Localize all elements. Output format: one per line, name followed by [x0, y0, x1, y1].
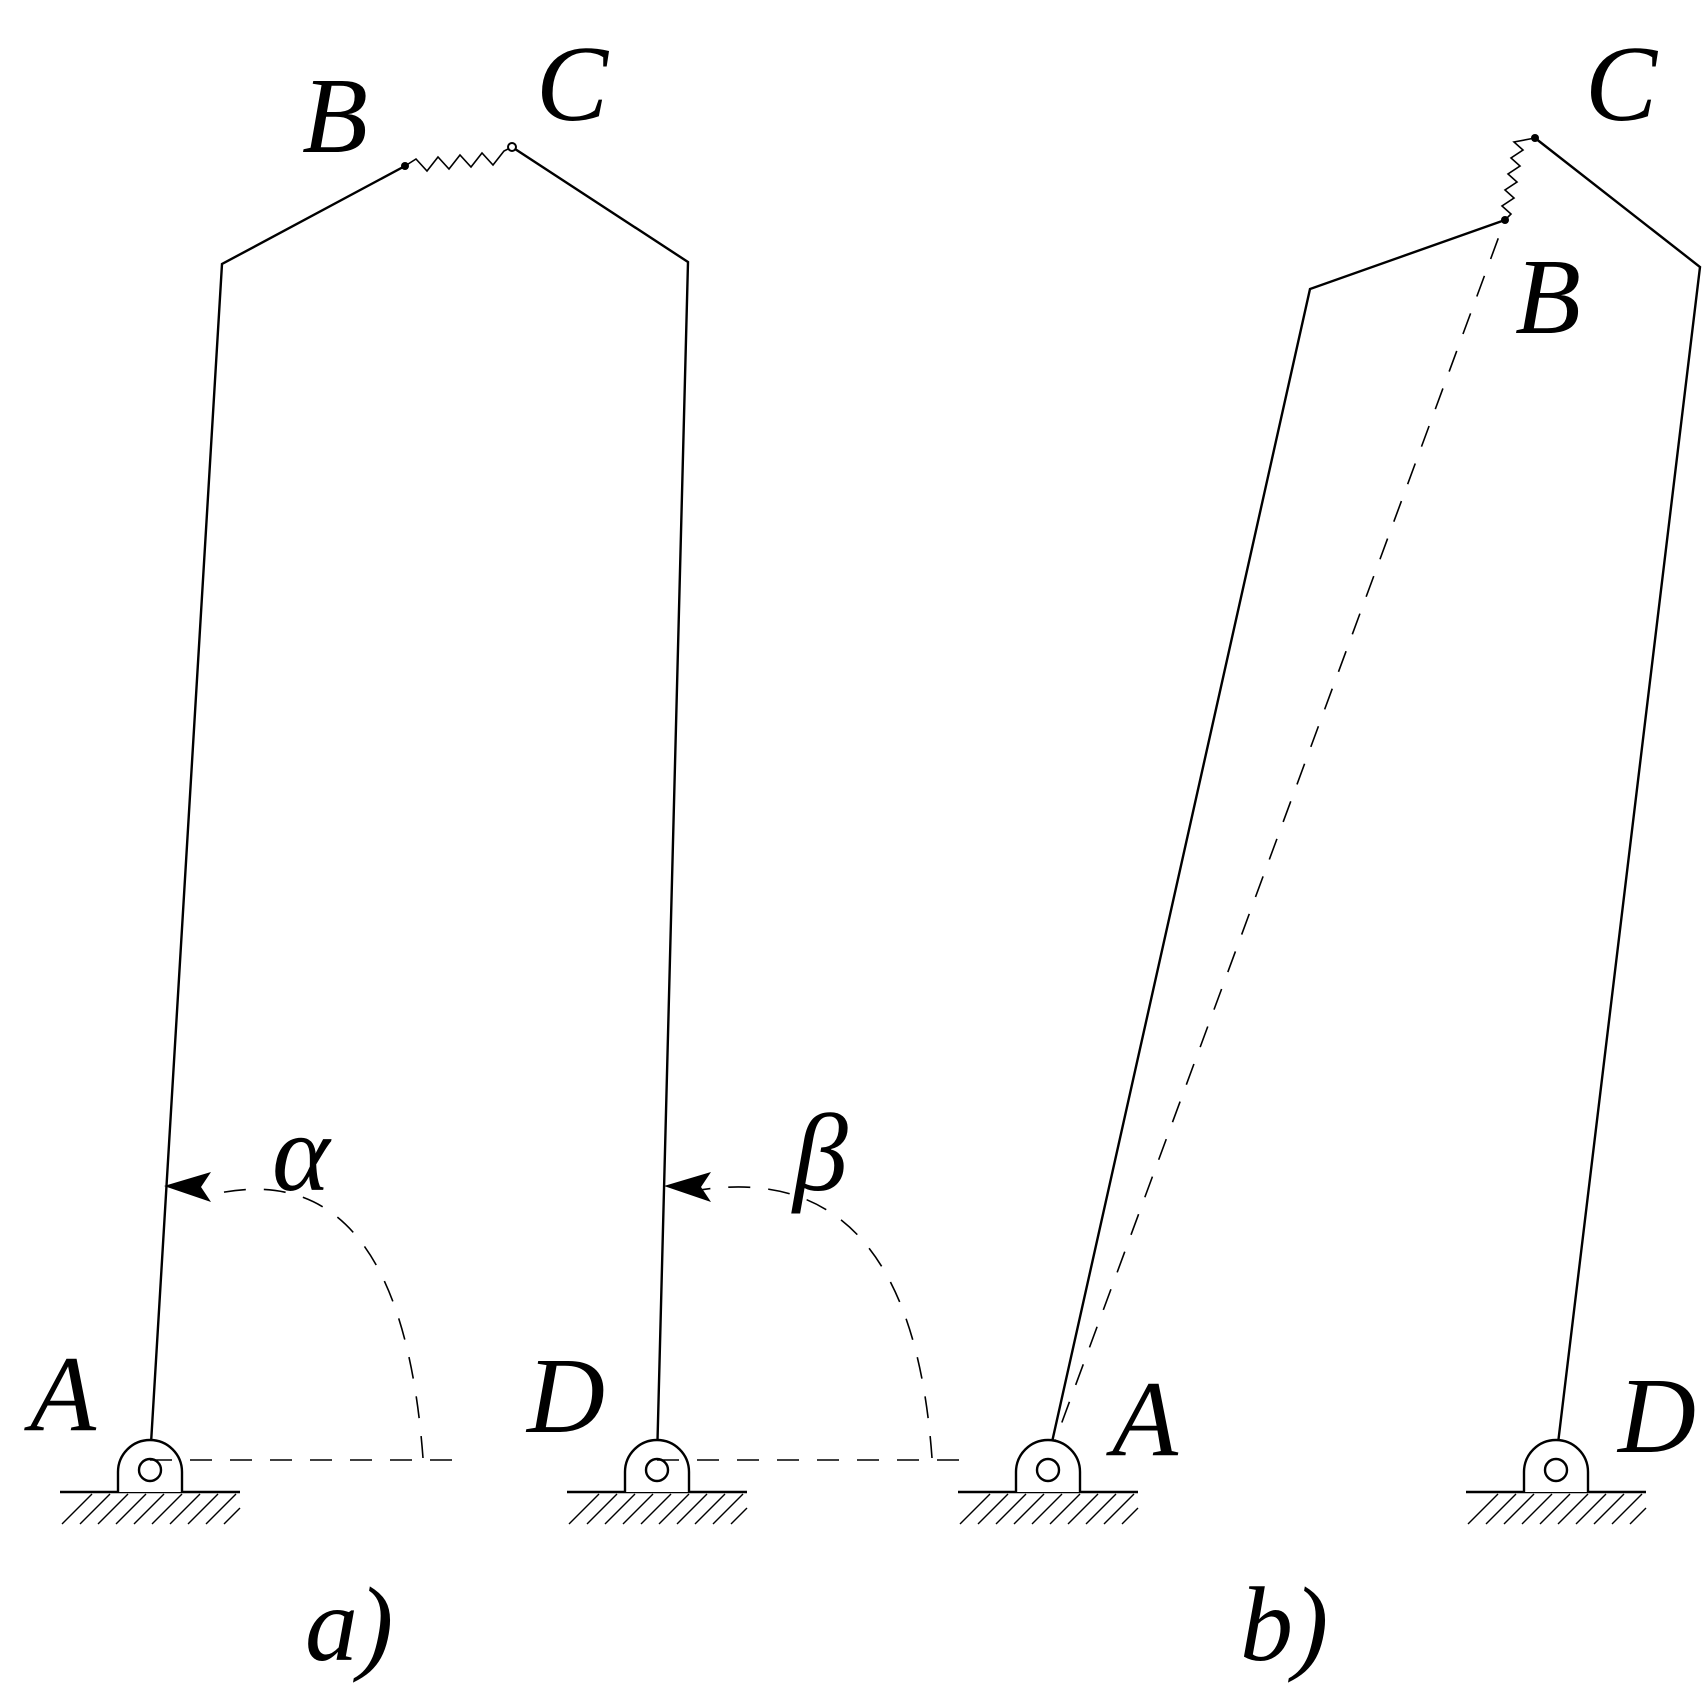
angle-beta: β — [791, 1092, 848, 1214]
ground-a-left — [58, 1490, 242, 1526]
angle-alpha: α — [272, 1092, 332, 1214]
joint-c-b — [1531, 134, 1539, 142]
figure-b: A B C D b) — [956, 25, 1702, 1683]
ground-b-right — [1464, 1490, 1648, 1526]
link-ab — [148, 164, 406, 1461]
link-ab-b — [1046, 218, 1506, 1461]
joint-c — [507, 142, 517, 152]
spring-bc-b — [1500, 137, 1536, 221]
label-d: D — [525, 1337, 605, 1456]
arrowhead-beta — [664, 1172, 711, 1202]
dashed-line-ab — [1047, 219, 1506, 1461]
link-dc-b — [1534, 137, 1702, 1461]
label-c-b: C — [1585, 25, 1659, 144]
pivot-d-b — [1522, 1438, 1590, 1494]
arc-beta — [687, 1186, 933, 1459]
arc-alpha — [209, 1188, 424, 1459]
label-b-b: B — [1515, 238, 1581, 357]
ground-b-left — [956, 1490, 1140, 1526]
pivot-a — [116, 1438, 184, 1494]
arrowhead-alpha — [164, 1172, 211, 1202]
ground-a-right — [565, 1490, 749, 1526]
joint-b — [401, 162, 409, 170]
label-a-b: A — [1106, 1360, 1179, 1479]
pivot-a-b — [1014, 1438, 1082, 1494]
label-b: B — [302, 57, 368, 176]
label-a: A — [24, 1335, 97, 1454]
spring-bc — [404, 146, 513, 173]
figure-a: A B C D α β a) — [24, 25, 960, 1683]
label-c: C — [536, 25, 610, 144]
pivot-d — [623, 1438, 691, 1494]
label-d-b: D — [1616, 1357, 1696, 1476]
caption-b: b) — [1240, 1566, 1328, 1683]
link-dc — [511, 145, 690, 1461]
joint-b-b — [1501, 216, 1509, 224]
caption-a: a) — [305, 1566, 393, 1683]
